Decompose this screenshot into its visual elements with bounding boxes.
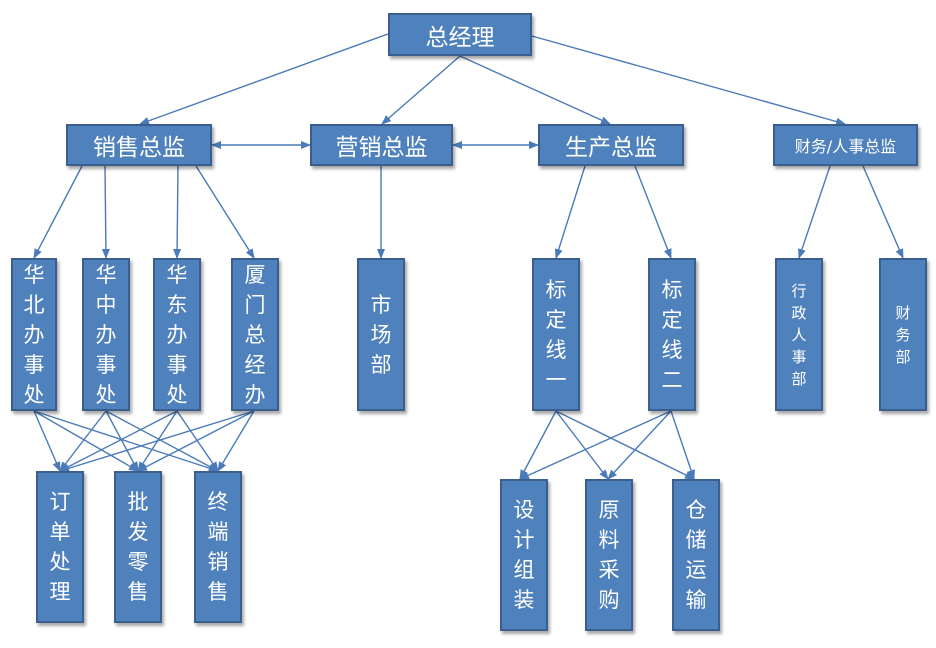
connector bbox=[554, 165, 586, 259]
production-director-box: 生产总监 bbox=[538, 124, 684, 166]
connector bbox=[33, 410, 219, 473]
sales-director-box: 销售总监 bbox=[66, 124, 212, 166]
north-china-office-label: 华北办事处 bbox=[23, 262, 45, 407]
north-china-office-box: 华北办事处 bbox=[11, 258, 57, 411]
finance-hr-director-box: 财务/人事总监 bbox=[773, 124, 918, 166]
order-processing-label: 订单处理 bbox=[49, 490, 71, 604]
production-director-label: 生产总监 bbox=[565, 135, 657, 161]
central-china-office-label: 华中办事处 bbox=[95, 262, 117, 407]
connector bbox=[137, 410, 255, 472]
east-china-office-label: 华东办事处 bbox=[166, 262, 188, 407]
central-china-office-box: 华中办事处 bbox=[82, 258, 130, 411]
marketing-director-box: 营销总监 bbox=[310, 124, 453, 166]
connector bbox=[59, 410, 255, 473]
xiamen-office-label: 厦门总经办 bbox=[244, 262, 266, 407]
finance-dept-label: 财务部 bbox=[895, 303, 911, 366]
connector bbox=[105, 410, 139, 472]
connector bbox=[33, 410, 61, 472]
connector bbox=[217, 410, 255, 472]
terminal-sales-box: 终端销售 bbox=[194, 471, 242, 623]
wholesale-retail-box: 批发零售 bbox=[114, 471, 162, 623]
connector bbox=[634, 165, 672, 259]
market-dept-label: 市场部 bbox=[370, 292, 392, 377]
design-assembly-box: 设计组装 bbox=[500, 479, 548, 631]
design-assembly-label: 设计组装 bbox=[513, 498, 535, 612]
connector bbox=[862, 165, 904, 259]
market-dept-box: 市场部 bbox=[357, 258, 405, 411]
connector bbox=[105, 410, 219, 472]
connector bbox=[173, 165, 182, 259]
connector bbox=[459, 55, 611, 125]
raw-material-purchase-label: 原料采购 bbox=[598, 498, 620, 612]
marketing-director-label: 营销总监 bbox=[335, 135, 428, 161]
line-one-label: 标定线一 bbox=[545, 277, 567, 392]
connector bbox=[555, 410, 695, 480]
warehouse-transport-label: 仓储运输 bbox=[685, 498, 707, 612]
connector bbox=[59, 410, 178, 472]
finance-dept-box: 财务部 bbox=[879, 258, 927, 411]
sales-director-label: 销售总监 bbox=[93, 135, 185, 161]
ceo-label: 总经理 bbox=[425, 24, 495, 51]
line-one-box: 标定线一 bbox=[532, 258, 580, 411]
order-processing-box: 订单处理 bbox=[36, 471, 84, 623]
connector bbox=[195, 165, 255, 259]
raw-material-purchase-box: 原料采购 bbox=[585, 479, 633, 631]
connector bbox=[519, 410, 672, 480]
connector bbox=[139, 33, 389, 125]
ceo-box: 总经理 bbox=[388, 13, 532, 56]
terminal-sales-label: 终端销售 bbox=[207, 490, 229, 604]
connector bbox=[555, 410, 609, 480]
connector bbox=[607, 410, 672, 480]
connector bbox=[101, 165, 110, 259]
admin-hr-dept-box: 行政人事部 bbox=[775, 258, 823, 411]
admin-hr-dept-label: 行政人事部 bbox=[791, 281, 807, 388]
connector bbox=[670, 410, 695, 480]
connector bbox=[59, 410, 107, 472]
xiamen-office-box: 厦门总经办 bbox=[231, 258, 279, 411]
connector bbox=[519, 410, 557, 480]
warehouse-transport-box: 仓储运输 bbox=[672, 479, 720, 631]
line-two-box: 标定线二 bbox=[648, 258, 696, 411]
connector bbox=[33, 165, 83, 259]
connector bbox=[33, 410, 139, 472]
east-china-office-box: 华东办事处 bbox=[153, 258, 201, 411]
wholesale-retail-label: 批发零售 bbox=[127, 490, 149, 604]
connector bbox=[381, 55, 461, 125]
connector bbox=[531, 35, 846, 126]
line-two-label: 标定线二 bbox=[661, 277, 683, 392]
finance-hr-director-label: 财务/人事总监 bbox=[794, 137, 897, 156]
connector bbox=[798, 165, 831, 259]
